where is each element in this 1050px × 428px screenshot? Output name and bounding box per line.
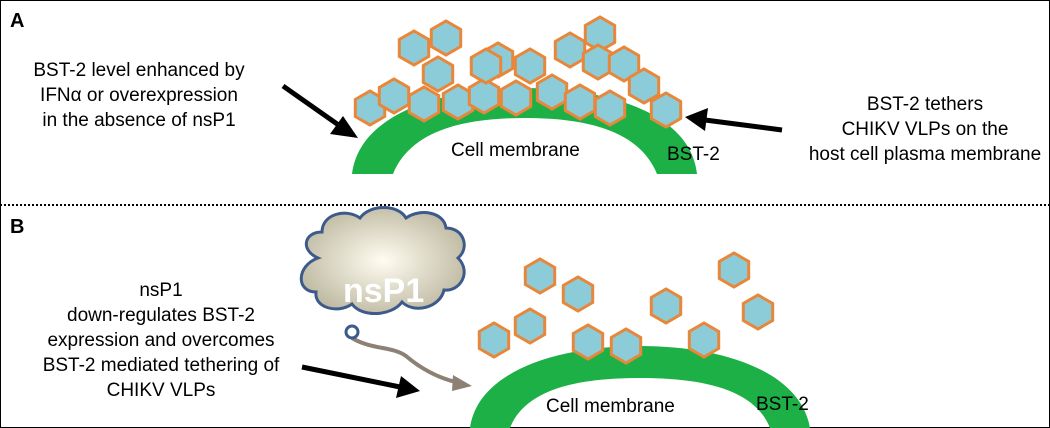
vlp-hexagon: [407, 85, 441, 123]
nsp1-pathway-arrowhead: [452, 375, 472, 391]
text-line: BST-2 level enhanced by: [33, 60, 245, 81]
vlp-hexagon: [741, 293, 775, 331]
vlp-hexagon: [397, 29, 431, 67]
arrow-left-b: [301, 364, 401, 390]
arrowhead-left-a: [330, 116, 358, 138]
text-line: BST-2 tethers: [866, 94, 984, 115]
vlp-hexagon: [429, 19, 463, 57]
cloud-tail-bubble: [344, 324, 360, 340]
vlp-hexagon: [421, 55, 455, 93]
vlp-hexagon: [513, 47, 547, 85]
arrow-left-a: [281, 83, 342, 129]
bst2-label-b: BST-2: [756, 394, 809, 415]
panel-a-right-text: BST-2 tethers CHIKV VLPs on the host cel…: [800, 92, 1050, 167]
vlp-hexagon: [467, 77, 501, 115]
text-line: CHIKV VLPs: [106, 380, 216, 401]
vlp-hexagon: [717, 251, 751, 289]
text-line: down-regulates BST-2: [67, 305, 255, 326]
vlp-hexagon: [561, 275, 595, 313]
vlp-hexagon: [535, 73, 569, 111]
panel-a-left-text: BST-2 level enhanced by IFNα or overexpr…: [6, 58, 272, 133]
vlp-hexagon: [563, 83, 597, 121]
vlp-hexagon: [523, 257, 557, 295]
vlp-hexagon: [649, 287, 683, 325]
arrow-right-a: [704, 117, 783, 133]
vlp-hexagon: [377, 77, 411, 115]
arrows-panel-b: [301, 324, 472, 398]
text-line: host cell plasma membrane: [808, 144, 1042, 165]
vlp-hexagon: [571, 323, 605, 361]
nsp1-cloud-label: nsP1: [343, 272, 425, 310]
text-line: CHIKV VLPs on the: [841, 119, 1009, 140]
arrows-panel-a: [281, 83, 783, 138]
arrowhead-right-a: [685, 108, 708, 131]
vlp-particles: [353, 15, 775, 365]
text-line: BST-2 mediated tethering of: [42, 355, 280, 376]
vlp-hexagon: [469, 47, 503, 85]
text-line: IFNα or overexpression: [40, 85, 238, 106]
arrowhead-left-b: [396, 376, 420, 398]
text-line: expression and overcomes: [47, 330, 275, 351]
vlp-hexagon: [593, 89, 627, 127]
vlp-hexagon: [513, 307, 547, 345]
membrane-label-a: Cell membrane: [451, 140, 580, 161]
vlp-hexagon: [609, 327, 643, 365]
panel-letter-b: B: [10, 216, 25, 238]
nsp1-cloud: [299, 206, 466, 316]
vlp-hexagon: [687, 321, 721, 359]
text-line: nsP1: [139, 280, 183, 301]
panel-letter-a: A: [10, 10, 25, 32]
vlp-hexagon: [607, 45, 641, 83]
bst2-label-a: BST-2: [667, 144, 720, 165]
panel-b-left-text: nsP1 down-regulates BST-2 expression and…: [8, 278, 314, 403]
vlp-hexagon: [477, 321, 511, 359]
vlp-hexagon: [499, 79, 533, 117]
text-line: in the absence of nsP1: [42, 110, 236, 131]
membrane-label-b: Cell membrane: [546, 396, 675, 417]
vlp-hexagon: [553, 31, 587, 69]
cell-membrane-b: [470, 346, 810, 428]
vlp-hexagon: [649, 91, 683, 129]
nsp1-pathway-arrow: [350, 336, 457, 384]
panel-divider: [0, 204, 1050, 206]
vlp-hexagon: [627, 67, 661, 105]
